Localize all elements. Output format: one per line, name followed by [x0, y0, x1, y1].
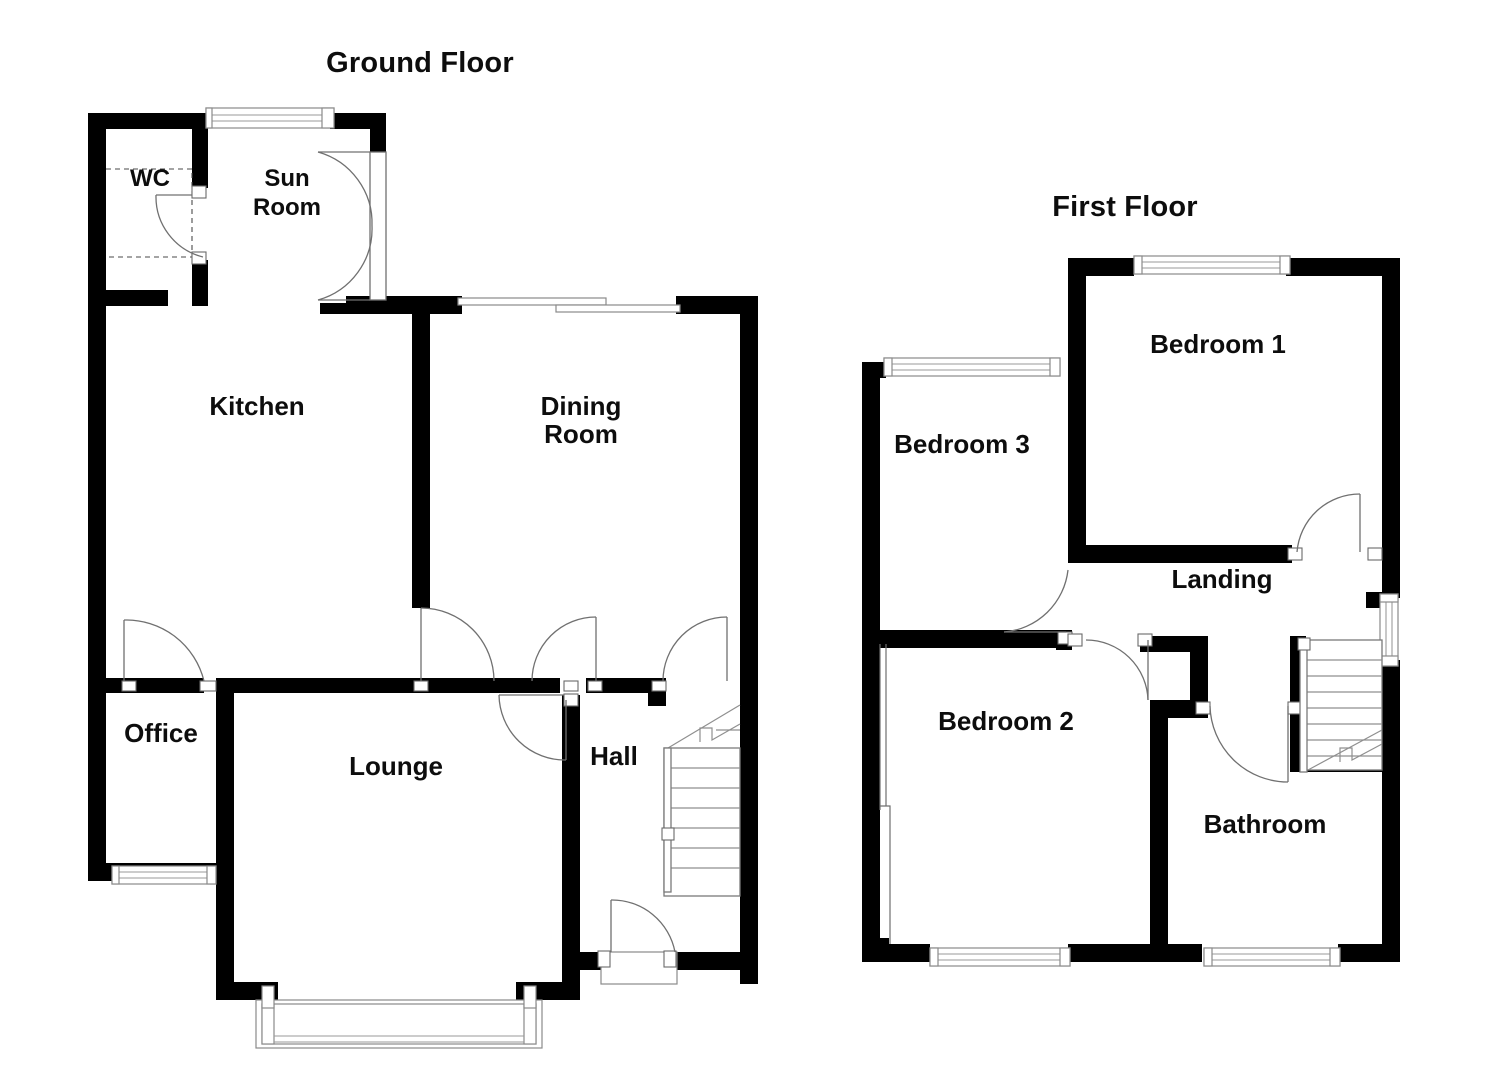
bedroom2-door — [1067, 633, 1153, 701]
room-label-wc: WC — [130, 165, 170, 192]
ground-stairs — [661, 704, 741, 897]
room-label-office: Office — [124, 718, 198, 748]
patio-sliding-door — [457, 297, 681, 313]
bathroom-door — [1195, 701, 1303, 783]
kitchen-door — [413, 607, 495, 692]
first-floor-title: First Floor — [1052, 191, 1198, 223]
first-floor-walls — [862, 258, 1400, 962]
bathroom-window — [1203, 947, 1341, 967]
landing-window — [1379, 593, 1399, 667]
dining-door — [531, 616, 603, 692]
first-stairs — [1297, 637, 1383, 773]
ground-floor-plan: WC Sun Room Kitchen Dining Room Office L… — [88, 107, 758, 1049]
room-label-hall: Hall — [590, 741, 638, 771]
office-window — [111, 865, 217, 885]
room-label-bathroom: Bathroom — [1204, 809, 1327, 839]
room-label-lounge: Lounge — [349, 751, 443, 781]
room-label-sun-room-line1: Sun — [264, 165, 309, 192]
front-door — [597, 899, 678, 985]
room-label-bedroom-2: Bedroom 2 — [938, 706, 1074, 736]
bedroom2-side-partition — [875, 638, 891, 948]
bedroom1-window — [1133, 255, 1291, 275]
sun-room-doors — [317, 151, 387, 301]
wc-fixture-outline — [106, 168, 193, 258]
hall-understair-door — [651, 616, 728, 692]
room-label-bedroom-1: Bedroom 1 — [1150, 329, 1286, 359]
wc-door — [155, 185, 207, 265]
room-label-kitchen: Kitchen — [209, 391, 304, 421]
bedroom3-window — [883, 357, 1061, 377]
bedroom1-door — [1287, 493, 1383, 561]
sun-room-window — [205, 107, 335, 129]
ground-floor-title: Ground Floor — [326, 47, 514, 79]
room-label-dining-room-line1: Dining — [541, 391, 622, 421]
room-label-bedroom-3: Bedroom 3 — [894, 429, 1030, 459]
room-label-sun-room-line2: Room — [253, 194, 321, 221]
lounge-door — [498, 680, 579, 761]
office-door — [121, 619, 217, 692]
lounge-bay-window — [255, 985, 543, 1049]
room-label-dining-room-line2: Room — [544, 419, 618, 449]
bedroom2-window — [929, 947, 1071, 967]
room-label-landing: Landing — [1171, 564, 1272, 594]
first-floor-plan: Bedroom 1 Bedroom 3 Landing Bedroom 2 Ba… — [862, 255, 1400, 967]
